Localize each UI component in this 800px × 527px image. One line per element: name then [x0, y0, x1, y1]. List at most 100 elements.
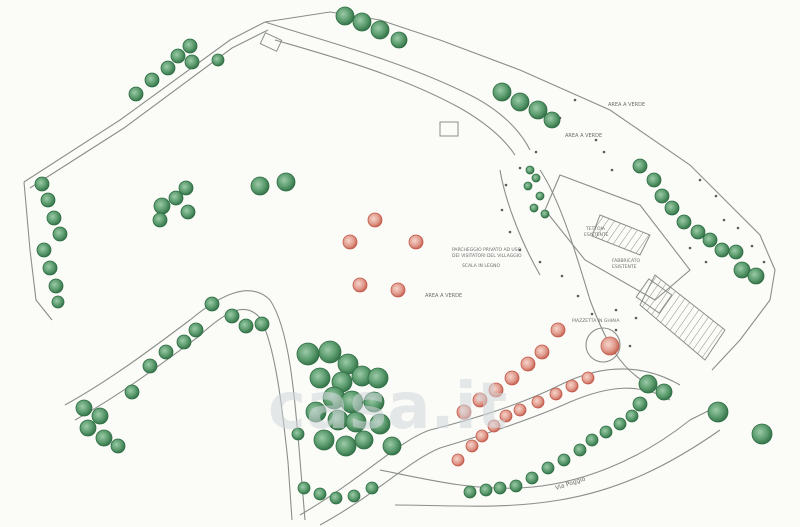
- green-tree-icon: [144, 72, 160, 88]
- red-tree-icon: [352, 277, 368, 293]
- green-tree-icon: [707, 401, 729, 423]
- green-tree-icon: [479, 483, 493, 497]
- green-tree-icon: [36, 242, 52, 258]
- building-hatch-right: [639, 274, 726, 361]
- red-tree-icon: [475, 429, 489, 443]
- red-tree-icon: [451, 453, 465, 467]
- survey-point-icon: [518, 248, 522, 252]
- green-tree-icon: [153, 197, 171, 215]
- red-tree-icon: [499, 409, 513, 423]
- green-tree-icon: [238, 318, 254, 334]
- red-tree-icon: [520, 356, 536, 372]
- green-tree-icon: [180, 204, 196, 220]
- green-tree-icon: [188, 322, 204, 338]
- green-tree-icon: [75, 399, 93, 417]
- green-tree-icon: [211, 53, 225, 67]
- green-tree-icon: [296, 342, 320, 366]
- green-tree-icon: [46, 210, 62, 226]
- survey-point-icon: [508, 230, 512, 234]
- survey-point-icon: [518, 166, 522, 170]
- green-tree-icon: [528, 100, 548, 120]
- green-tree-icon: [204, 296, 220, 312]
- green-tree-icon: [352, 12, 372, 32]
- green-tree-icon: [492, 82, 512, 102]
- green-tree-icon: [733, 261, 751, 279]
- red-tree-icon: [488, 382, 504, 398]
- green-tree-icon: [585, 433, 599, 447]
- green-tree-icon: [369, 413, 391, 435]
- green-tree-icon: [728, 244, 744, 260]
- red-tree-icon: [504, 370, 520, 386]
- property-boundary: [23, 11, 776, 371]
- watermark: casa.it: [268, 370, 507, 444]
- label-parcheggio-1: PARCHEGGIO PRIVATO AD USO: [452, 247, 522, 253]
- green-tree-icon: [367, 367, 389, 389]
- survey-point-icon: [762, 260, 766, 264]
- green-tree-icon: [509, 479, 523, 493]
- survey-point-icon: [750, 244, 754, 248]
- survey-point-icon: [534, 150, 538, 154]
- label-fabbricato-2: ESISTENTE: [612, 264, 637, 270]
- survey-point-icon: [590, 312, 594, 316]
- gazebo: [439, 121, 459, 137]
- green-tree-icon: [335, 435, 357, 457]
- survey-point-icon: [500, 208, 504, 212]
- survey-point-icon: [538, 260, 542, 264]
- green-tree-icon: [329, 491, 343, 505]
- green-tree-icon: [390, 31, 408, 49]
- green-tree-icon: [463, 485, 477, 499]
- green-tree-icon: [176, 334, 192, 350]
- green-tree-icon: [110, 438, 126, 454]
- buildings: [259, 32, 726, 361]
- survey-point-icon: [594, 138, 598, 142]
- survey-point-icon: [698, 178, 702, 182]
- green-tree-icon: [152, 212, 168, 228]
- survey-point-icon: [704, 260, 708, 264]
- green-tree-icon: [664, 200, 680, 216]
- green-tree-icon: [654, 188, 670, 204]
- label-piazzetta: PIAZZETTA IN GHIAIA: [572, 318, 620, 324]
- red-tree-icon: [408, 234, 424, 250]
- green-tree-icon: [382, 436, 402, 456]
- green-tree-icon: [224, 308, 240, 324]
- green-tree-icon: [370, 20, 390, 40]
- survey-point-icon: [722, 218, 726, 222]
- survey-point-icon: [610, 168, 614, 172]
- green-tree-icon: [646, 172, 662, 188]
- green-tree-icon: [184, 54, 200, 70]
- green-tree-icon: [535, 191, 545, 201]
- green-tree-icon: [493, 481, 507, 495]
- green-tree-icon: [297, 481, 311, 495]
- green-tree-icon: [354, 430, 374, 450]
- survey-point-icon: [573, 98, 577, 102]
- green-tree-icon: [168, 190, 184, 206]
- green-tree-icon: [557, 453, 571, 467]
- red-tree-icon: [531, 395, 545, 409]
- green-tree-icon: [95, 429, 113, 447]
- red-tree-icon: [390, 282, 406, 298]
- label-scala: SCALA IN LEGNO: [462, 263, 501, 269]
- green-tree-icon: [128, 86, 144, 102]
- green-tree-icon: [345, 411, 367, 433]
- red-tree-icon: [550, 322, 566, 338]
- label-fabbricato-1: FABBRICATO: [612, 258, 641, 264]
- label-area-verde-right: AREA A VERDE: [608, 102, 645, 108]
- label-parcheggio-2: DEI VISITATORI DEL VILLAGGIO: [452, 253, 522, 259]
- green-tree-icon: [613, 417, 627, 431]
- gate: [259, 32, 283, 52]
- green-tree-icon: [543, 111, 561, 129]
- green-tree-icon: [690, 224, 706, 240]
- green-tree-icon: [541, 461, 555, 475]
- green-tree-icon: [309, 367, 331, 389]
- survey-point-icon: [602, 150, 606, 154]
- green-tree-icon: [254, 316, 270, 332]
- trees-layer: [34, 6, 773, 505]
- green-tree-icon: [531, 173, 541, 183]
- fabbricato-hatch: [591, 214, 651, 256]
- green-tree-icon: [632, 158, 648, 174]
- green-tree-icon: [638, 374, 658, 394]
- green-tree-icon: [702, 232, 718, 248]
- green-tree-icon: [79, 419, 97, 437]
- green-tree-icon: [632, 396, 648, 412]
